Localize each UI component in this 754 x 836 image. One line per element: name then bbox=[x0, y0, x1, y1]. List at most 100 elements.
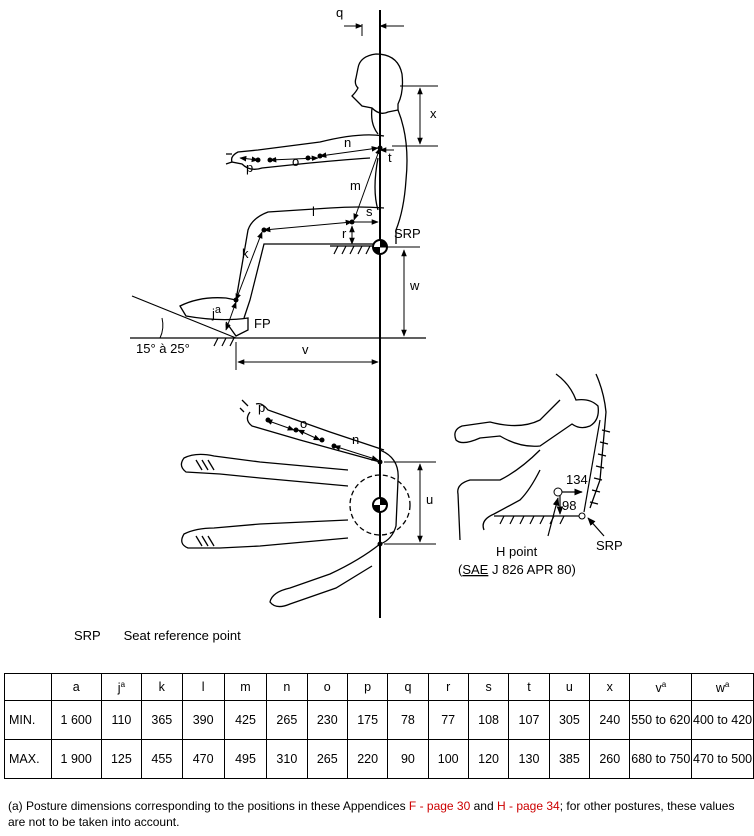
table-cell: 110 bbox=[100, 700, 143, 740]
column-header: o bbox=[306, 673, 348, 701]
dim-t-label: t bbox=[388, 150, 392, 165]
table-cell: 230 bbox=[306, 700, 348, 740]
column-header: n bbox=[266, 673, 308, 701]
dim-98-label: 98 bbox=[562, 498, 576, 513]
table-cell: 495 bbox=[223, 739, 268, 779]
table-cell: 455 bbox=[141, 739, 183, 779]
column-header-text: v bbox=[655, 681, 662, 696]
dim-j-label: ja bbox=[211, 304, 222, 321]
column-header-text: r bbox=[446, 680, 451, 694]
column-header: l bbox=[181, 673, 225, 701]
dim-p-label: p bbox=[246, 160, 253, 175]
legend-text: Seat reference point bbox=[123, 628, 241, 643]
h-srp-label: SRP bbox=[596, 538, 623, 553]
dim-x-label: x bbox=[430, 106, 437, 121]
table-cell: 1 900 bbox=[50, 739, 102, 779]
top-dim-u-label: u bbox=[426, 492, 433, 507]
h-srp-marker bbox=[578, 512, 586, 520]
joint-dots bbox=[233, 145, 383, 303]
footnote-mid: and bbox=[470, 799, 497, 813]
seat-floor bbox=[130, 245, 426, 347]
table-cell: 220 bbox=[346, 739, 389, 779]
row-label: MIN. bbox=[4, 700, 52, 740]
table-cell: 470 to 500 bbox=[691, 739, 754, 779]
table-cell: 78 bbox=[387, 700, 429, 740]
table-cell: 260 bbox=[589, 739, 631, 779]
table-cell: 107 bbox=[508, 700, 550, 740]
table-cell: 77 bbox=[427, 700, 469, 740]
footnote: (a) Posture dimensions corresponding to … bbox=[8, 798, 738, 830]
footnote-prefix: (a) Posture dimensions corresponding to … bbox=[8, 799, 409, 813]
column-header: r bbox=[427, 673, 469, 701]
column-header-text: q bbox=[404, 680, 412, 694]
dim-l-label: l bbox=[312, 204, 315, 219]
top-view-joint-dots bbox=[265, 417, 383, 547]
column-header: x bbox=[589, 673, 631, 701]
table-cell: 400 to 420 bbox=[691, 700, 754, 740]
table-cell: 265 bbox=[306, 739, 348, 779]
column-header-footnote-mark: a bbox=[661, 680, 667, 690]
column-header: va bbox=[629, 673, 693, 701]
column-header: wa bbox=[691, 673, 754, 701]
column-header: m bbox=[223, 673, 268, 701]
column-header-text: a bbox=[72, 680, 80, 694]
table-cell: 390 bbox=[181, 700, 225, 740]
table-cell: 265 bbox=[266, 700, 308, 740]
table-cell: 240 bbox=[589, 700, 631, 740]
column-header-text: o bbox=[323, 680, 331, 694]
side-view-figure bbox=[179, 53, 408, 337]
top-dim-n-label: n bbox=[352, 432, 359, 447]
column-header-text: j bbox=[117, 681, 121, 696]
dim-o-label: o bbox=[292, 154, 299, 169]
appendix-h-link[interactable]: H - page 34 bbox=[496, 799, 560, 813]
dimension-lines bbox=[225, 23, 438, 370]
column-header-text: k bbox=[158, 680, 165, 694]
table-cell: 310 bbox=[266, 739, 308, 779]
dim-w-label: w bbox=[409, 278, 420, 293]
posture-diagram: 15° à 25° SRP FP bbox=[130, 5, 623, 618]
table-cell: 425 bbox=[223, 700, 268, 740]
table-cell: 90 bbox=[387, 739, 429, 779]
table-cell: 100 bbox=[427, 739, 469, 779]
dim-134-label: 134 bbox=[566, 472, 588, 487]
table-cell: 125 bbox=[100, 739, 143, 779]
table-cell: 175 bbox=[346, 700, 389, 740]
dim-r-label: r bbox=[342, 226, 347, 241]
column-header-text: l bbox=[201, 680, 205, 694]
table-cell: 1 600 bbox=[50, 700, 102, 740]
appendix-f-link[interactable]: F - page 30 bbox=[408, 799, 471, 813]
column-header-text: u bbox=[565, 680, 573, 694]
srp-label: SRP bbox=[394, 226, 421, 241]
sae-reference: (SAE J 826 APR 80) bbox=[458, 562, 576, 577]
column-header: a bbox=[50, 673, 102, 701]
table-cell: 680 to 750 bbox=[629, 739, 693, 779]
column-header: q bbox=[387, 673, 429, 701]
top-dim-p-label: p bbox=[258, 400, 265, 415]
table-cell: 130 bbox=[508, 739, 550, 779]
h-point-figure bbox=[454, 373, 607, 541]
table-cell: 108 bbox=[467, 700, 510, 740]
footnote-suffix: ; for other postures, these values are n… bbox=[8, 799, 735, 829]
row-label: MAX. bbox=[4, 739, 52, 779]
pedal-angle-arc bbox=[159, 317, 164, 339]
table-cell: 120 bbox=[467, 739, 510, 779]
column-header: k bbox=[141, 673, 183, 701]
angle-label: 15° à 25° bbox=[136, 341, 190, 356]
top-view-dimension-lines bbox=[265, 419, 436, 545]
column-header: u bbox=[548, 673, 591, 701]
dim-k-label: k bbox=[242, 246, 249, 261]
column-header-text: m bbox=[240, 680, 251, 694]
column-header: t bbox=[508, 673, 550, 701]
column-header-text: n bbox=[283, 680, 291, 694]
table-cell: 365 bbox=[141, 700, 183, 740]
column-header: p bbox=[346, 673, 389, 701]
table-cell: 385 bbox=[548, 739, 591, 779]
top-dim-o-label: o bbox=[300, 416, 307, 431]
top-view-srp-symbol bbox=[372, 497, 388, 513]
dim-v-label: v bbox=[302, 342, 309, 357]
column-header-text: w bbox=[715, 681, 725, 696]
